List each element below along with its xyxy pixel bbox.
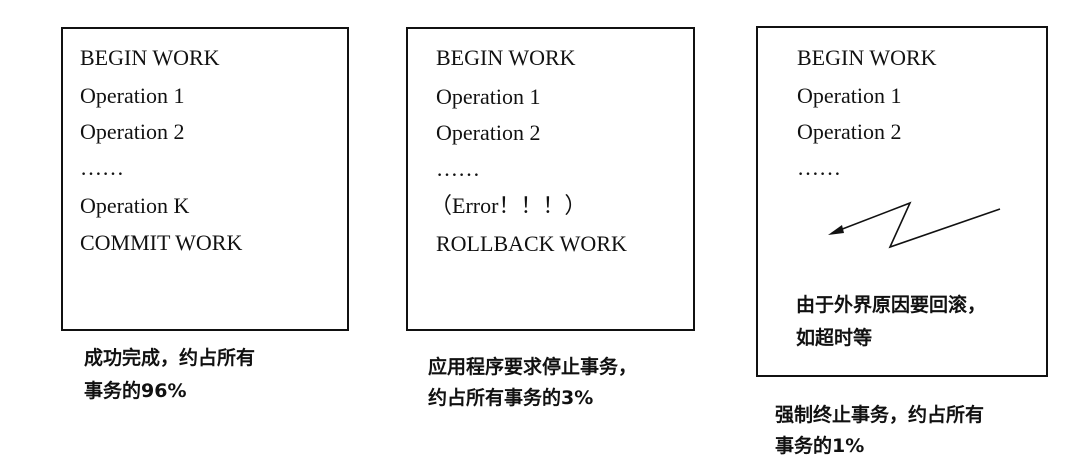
panel2-line-op2: Operation 2 [436,120,541,145]
panel2-line-op1: Operation 1 [436,84,541,109]
panel3-line-op1: Operation 1 [797,83,902,108]
panel1-line-op2: Operation 2 [80,119,185,144]
panel2-caption-line1: 应用程序要求停止事务， [428,356,638,378]
panel2-line-ellipsis: …… [436,156,480,181]
panel3-note-line1: 由于外界原因要回滚， [796,294,987,316]
panel3-line-begin: BEGIN WORK [797,45,937,70]
panel3-line-ellipsis: …… [797,155,841,180]
panel3-caption-line1: 强制终止事务，约占所有 [775,404,985,426]
panel1-line-op1: Operation 1 [80,83,185,108]
panel1-line-commit: COMMIT WORK [80,230,243,255]
panel2-line-begin: BEGIN WORK [436,45,576,70]
panel-commit-box [61,27,349,331]
lightning-arrow-icon [828,201,1001,249]
panel3-line-op2: Operation 2 [797,119,902,144]
panel2-line-rollback: ROLLBACK WORK [436,231,627,256]
panel1-caption-line1: 成功完成，约占所有 [84,347,256,369]
panel1-caption-line2: 事务的96% [84,380,187,402]
panel1-line-ellipsis: …… [80,155,124,180]
panel1-line-begin: BEGIN WORK [80,45,220,70]
panel1-line-opk: Operation K [80,193,190,218]
panel2-line-error: （Error！！！） [430,193,587,218]
panel-rollback-box [406,27,695,331]
panel3-note-line2: 如超时等 [796,327,873,349]
panel-abort-box [756,26,1048,377]
panel3-caption-line2: 事务的1% [775,435,865,457]
panel2-caption-line2: 约占所有事务的3% [428,387,594,409]
